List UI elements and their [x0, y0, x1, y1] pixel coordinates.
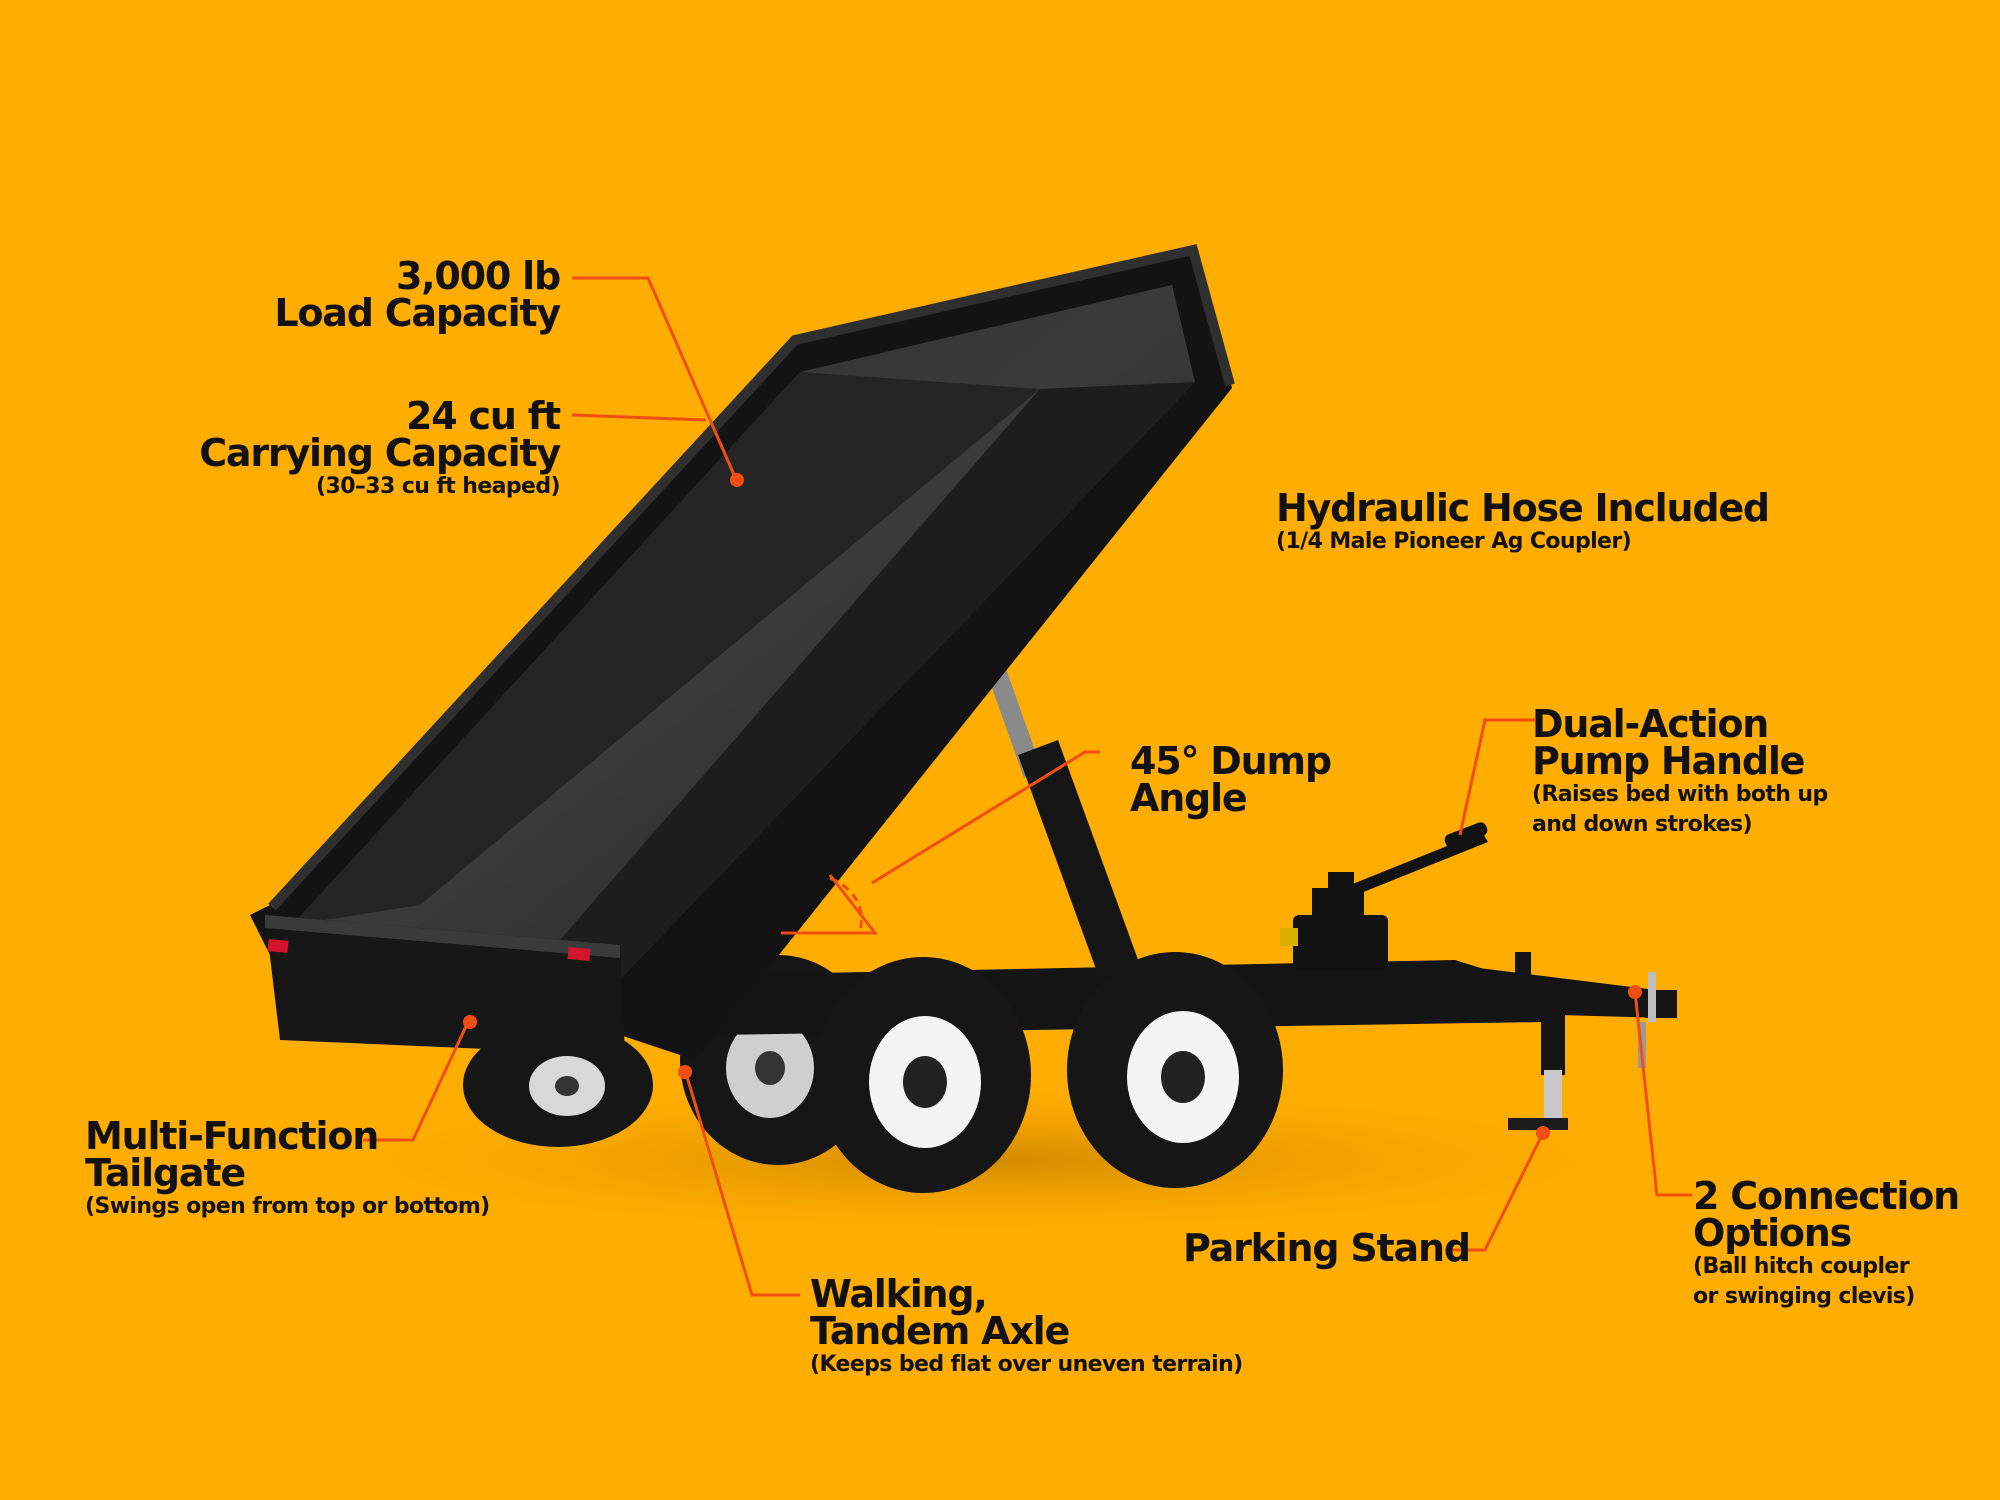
- front-wheel-2: [1067, 952, 1283, 1188]
- hydraulic-hose-note: (1/4 Male Pioneer Ag Coupler): [1276, 529, 1632, 554]
- connection-callout: 2 Connection Options (Ball hitch coupler…: [1693, 1174, 1960, 1312]
- pump-handle-label-1: Dual-Action: [1532, 702, 1769, 746]
- connection-label-1: 2 Connection: [1693, 1174, 1960, 1218]
- tailgate-note: (Swings open from top or bottom): [85, 1194, 490, 1219]
- pump-handle-callout: Dual-Action Pump Handle (Raises bed with…: [1532, 702, 1828, 840]
- leader-dots: [463, 473, 1642, 1140]
- tailgate-callout: Multi-Function Tailgate (Swings open fro…: [85, 1114, 490, 1222]
- hydraulic-cylinder: [982, 652, 1140, 980]
- axle-callout: Walking, Tandem Axle (Keeps bed flat ove…: [810, 1272, 1243, 1380]
- axle-label-2: Tandem Axle: [810, 1309, 1070, 1353]
- dump-angle-callout: 45° Dump Angle: [1130, 739, 1332, 820]
- carrying-capacity-note: (30–33 cu ft heaped): [316, 474, 561, 499]
- dump-angle-label: Angle: [1130, 776, 1248, 820]
- connection-note-2: or swinging clevis): [1693, 1284, 1915, 1309]
- axle-note: (Keeps bed flat over uneven terrain): [810, 1352, 1243, 1377]
- load-capacity-callout: 3,000 lb Load Capacity: [274, 254, 561, 335]
- carrying-capacity-value: 24 cu ft: [405, 394, 561, 438]
- pump-handle-note-2: and down strokes): [1532, 812, 1753, 837]
- axle-label-1: Walking,: [810, 1272, 988, 1316]
- dump-angle-value: 45° Dump: [1130, 739, 1332, 783]
- dump-bed: [250, 244, 1235, 1060]
- front-wheel-1: [815, 957, 1031, 1193]
- connection-label-2: Options: [1693, 1211, 1852, 1255]
- carrying-capacity-label: Carrying Capacity: [199, 431, 561, 475]
- leader-lines: [363, 276, 1692, 1297]
- connection-note-1: (Ball hitch coupler: [1693, 1254, 1910, 1279]
- carrying-capacity-callout: 24 cu ft Carrying Capacity (30–33 cu ft …: [199, 394, 561, 502]
- hydraulic-pump: [1280, 822, 1488, 970]
- hydraulic-hose-label: Hydraulic Hose Included: [1276, 486, 1770, 530]
- hydraulic-hose-callout: Hydraulic Hose Included (1/4 Male Pionee…: [1276, 486, 1770, 557]
- pump-handle-note-1: (Raises bed with both up: [1532, 782, 1828, 807]
- load-capacity-label: Load Capacity: [274, 291, 561, 335]
- parking-stand-callout: Parking Stand: [1183, 1226, 1471, 1270]
- load-capacity-value: 3,000 lb: [395, 254, 561, 298]
- pump-handle-label-2: Pump Handle: [1532, 739, 1805, 783]
- tailgate-label-1: Multi-Function: [85, 1114, 379, 1158]
- tailgate-label-2: Tailgate: [85, 1151, 246, 1195]
- parking-stand-label: Parking Stand: [1183, 1226, 1471, 1270]
